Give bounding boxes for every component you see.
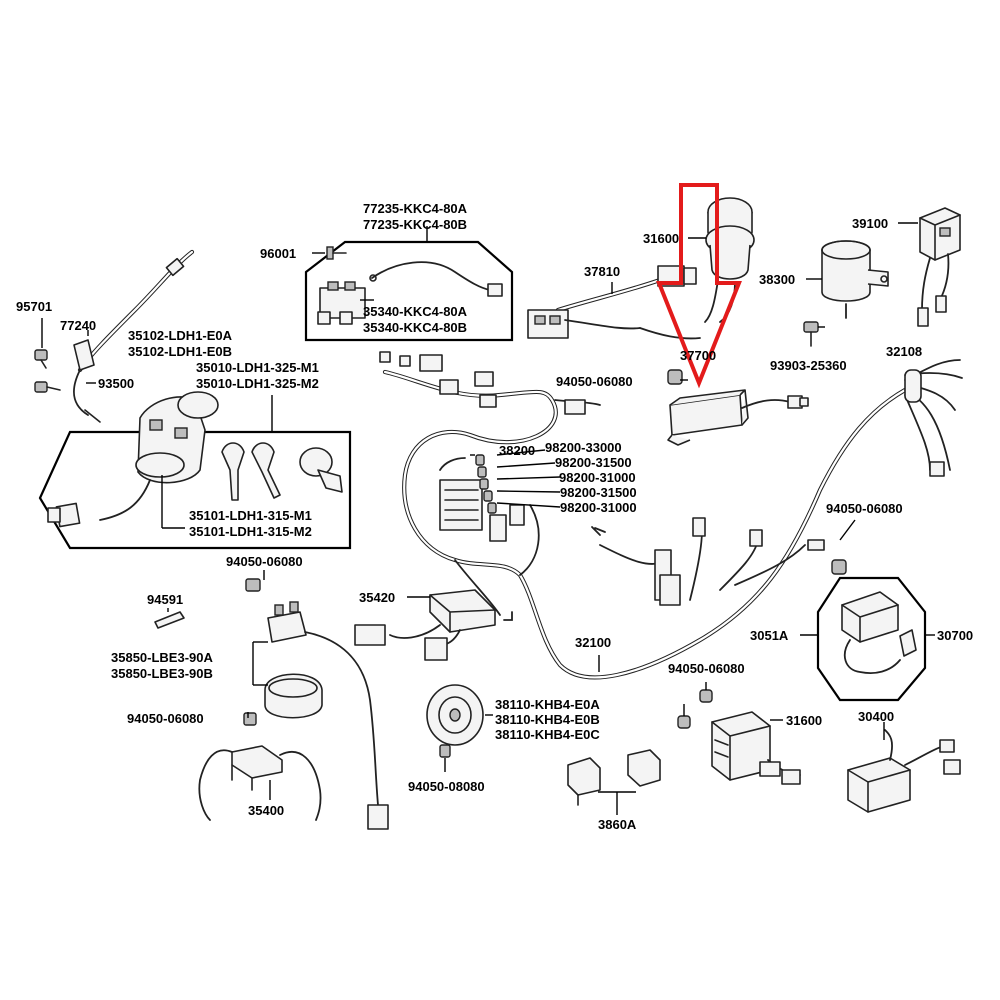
group-77235: [304, 226, 514, 342]
label-35010-b: 35010-LDH1-325-M2: [196, 376, 319, 391]
label-35850-b: 35850-LBE3-90B: [111, 666, 213, 681]
label-95701: 95701: [16, 299, 52, 314]
label-3051a: 3051A: [750, 628, 789, 643]
label-39100: 39100: [852, 216, 888, 231]
label-94050-d: 94050-06080: [668, 661, 745, 676]
label-98200-31000-a: 98200-31000: [559, 470, 636, 485]
brake-cable-77240: [73, 249, 195, 423]
label-leaders: [247, 379, 688, 772]
label-94050-a: 94050-06080: [556, 374, 633, 389]
horn-38110: [426, 684, 493, 758]
label-94050-c: 94050-06080: [226, 554, 303, 569]
screws-95701: [34, 318, 61, 393]
part-35400: [198, 712, 322, 821]
label-31600-bottom: 31600: [786, 713, 822, 728]
label-94050-08080: 94050-08080: [408, 779, 485, 794]
part-3860a: [567, 749, 661, 815]
connector-harness-37810: [527, 265, 701, 340]
label-31600-top: 31600: [643, 231, 679, 246]
part-labels: 77235-KKC4-80A 77235-KKC4-80B 96001 3534…: [16, 201, 973, 832]
bolt-96001: [312, 246, 347, 260]
label-35102-a: 35102-LDH1-E0A: [128, 328, 233, 343]
label-35420: 35420: [359, 590, 395, 605]
label-32100: 32100: [575, 635, 611, 650]
main-wire-harness: [379, 351, 963, 680]
ignition-switch-31600: [688, 197, 755, 323]
switch-35850: [245, 578, 389, 830]
label-37810: 37810: [584, 264, 620, 279]
label-35102-b: 35102-LDH1-E0B: [128, 344, 232, 359]
part-38300: [806, 240, 889, 319]
regulator-31600: [711, 711, 801, 785]
label-38110-c: 38110-KHB4-E0C: [495, 727, 600, 742]
label-98200-31500-b: 98200-31500: [560, 485, 637, 500]
label-94591: 94591: [147, 592, 183, 607]
label-35340-a: 35340-KKC4-80A: [363, 304, 468, 319]
group-3051a-ignition-coil: [800, 576, 935, 702]
label-98200-31500-a: 98200-31500: [555, 455, 632, 470]
red-callout-arrow: [656, 183, 742, 389]
relay-39100: [898, 207, 961, 327]
battery-30400: [847, 722, 961, 813]
label-32108: 32108: [886, 344, 922, 359]
label-98200-31000-b: 98200-31000: [560, 500, 637, 515]
label-94050-b: 94050-06080: [826, 501, 903, 516]
label-35400: 35400: [248, 803, 284, 818]
label-30700: 30700: [937, 628, 973, 643]
label-38200: 38200: [499, 443, 535, 458]
label-77235-b: 77235-KKC4-80B: [363, 217, 467, 232]
screw-93903: [803, 321, 825, 347]
label-94050-e: 94050-06080: [127, 711, 204, 726]
label-38300: 38300: [759, 272, 795, 287]
label-38110-a: 38110-KHB4-E0A: [495, 697, 600, 712]
label-3860a: 3860A: [598, 817, 637, 832]
label-30400: 30400: [858, 709, 894, 724]
part-35420: [354, 589, 496, 661]
label-98200-33000: 98200-33000: [545, 440, 622, 455]
label-93903: 93903-25360: [770, 358, 847, 373]
cdi-unit-37700: [667, 389, 809, 446]
label-96001: 96001: [260, 246, 296, 261]
label-77235-a: 77235-KKC4-80A: [363, 201, 468, 216]
label-77240: 77240: [60, 318, 96, 333]
part-94591: [154, 608, 185, 629]
group-35101-lock-set: [38, 391, 352, 550]
label-93500: 93500: [98, 376, 134, 391]
label-37700: 37700: [680, 348, 716, 363]
label-35010-a: 35010-LDH1-325-M1: [196, 360, 319, 375]
label-35850-a: 35850-LBE3-90A: [111, 650, 213, 665]
label-35101-b: 35101-LDH1-315-M2: [189, 524, 312, 539]
label-35101-a: 35101-LDH1-315-M1: [189, 508, 312, 523]
nuts-94050: [667, 369, 856, 729]
label-35340-b: 35340-KKC4-80B: [363, 320, 467, 335]
label-38110-b: 38110-KHB4-E0B: [495, 712, 600, 727]
fuse-box-38200: [439, 454, 497, 531]
